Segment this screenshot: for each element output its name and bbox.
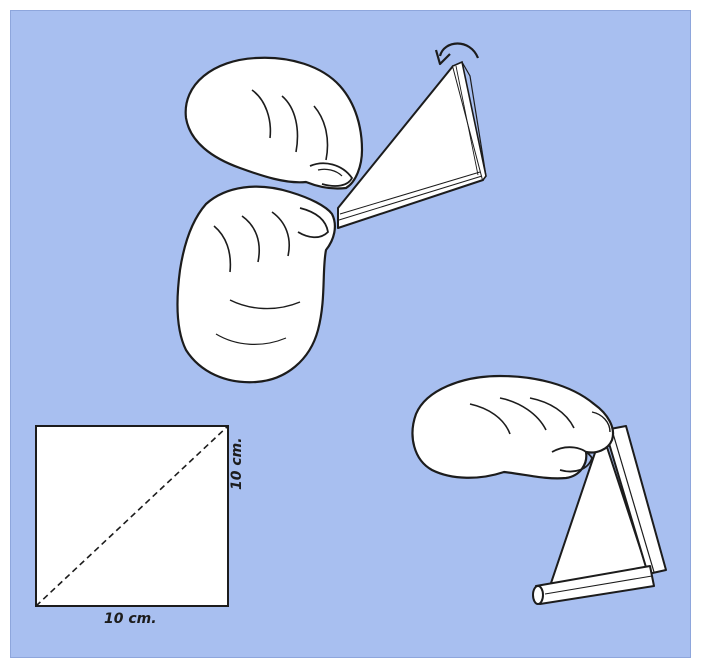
- lower-hand: [411, 374, 615, 480]
- rotate-arrow-icon: [434, 42, 480, 66]
- lower-paper-roll: [532, 565, 655, 605]
- lower-paper-triangle: [547, 425, 667, 593]
- upper-hand-bottom: [176, 185, 336, 384]
- paper-square-diagram: [35, 425, 229, 607]
- square-width-label: 10 cm.: [104, 611, 157, 627]
- diagonal-fold-line: [35, 425, 229, 607]
- upper-hand-top: [184, 56, 364, 190]
- square-height-label: 10 cm.: [229, 437, 245, 490]
- upper-paper-strip: [337, 60, 487, 229]
